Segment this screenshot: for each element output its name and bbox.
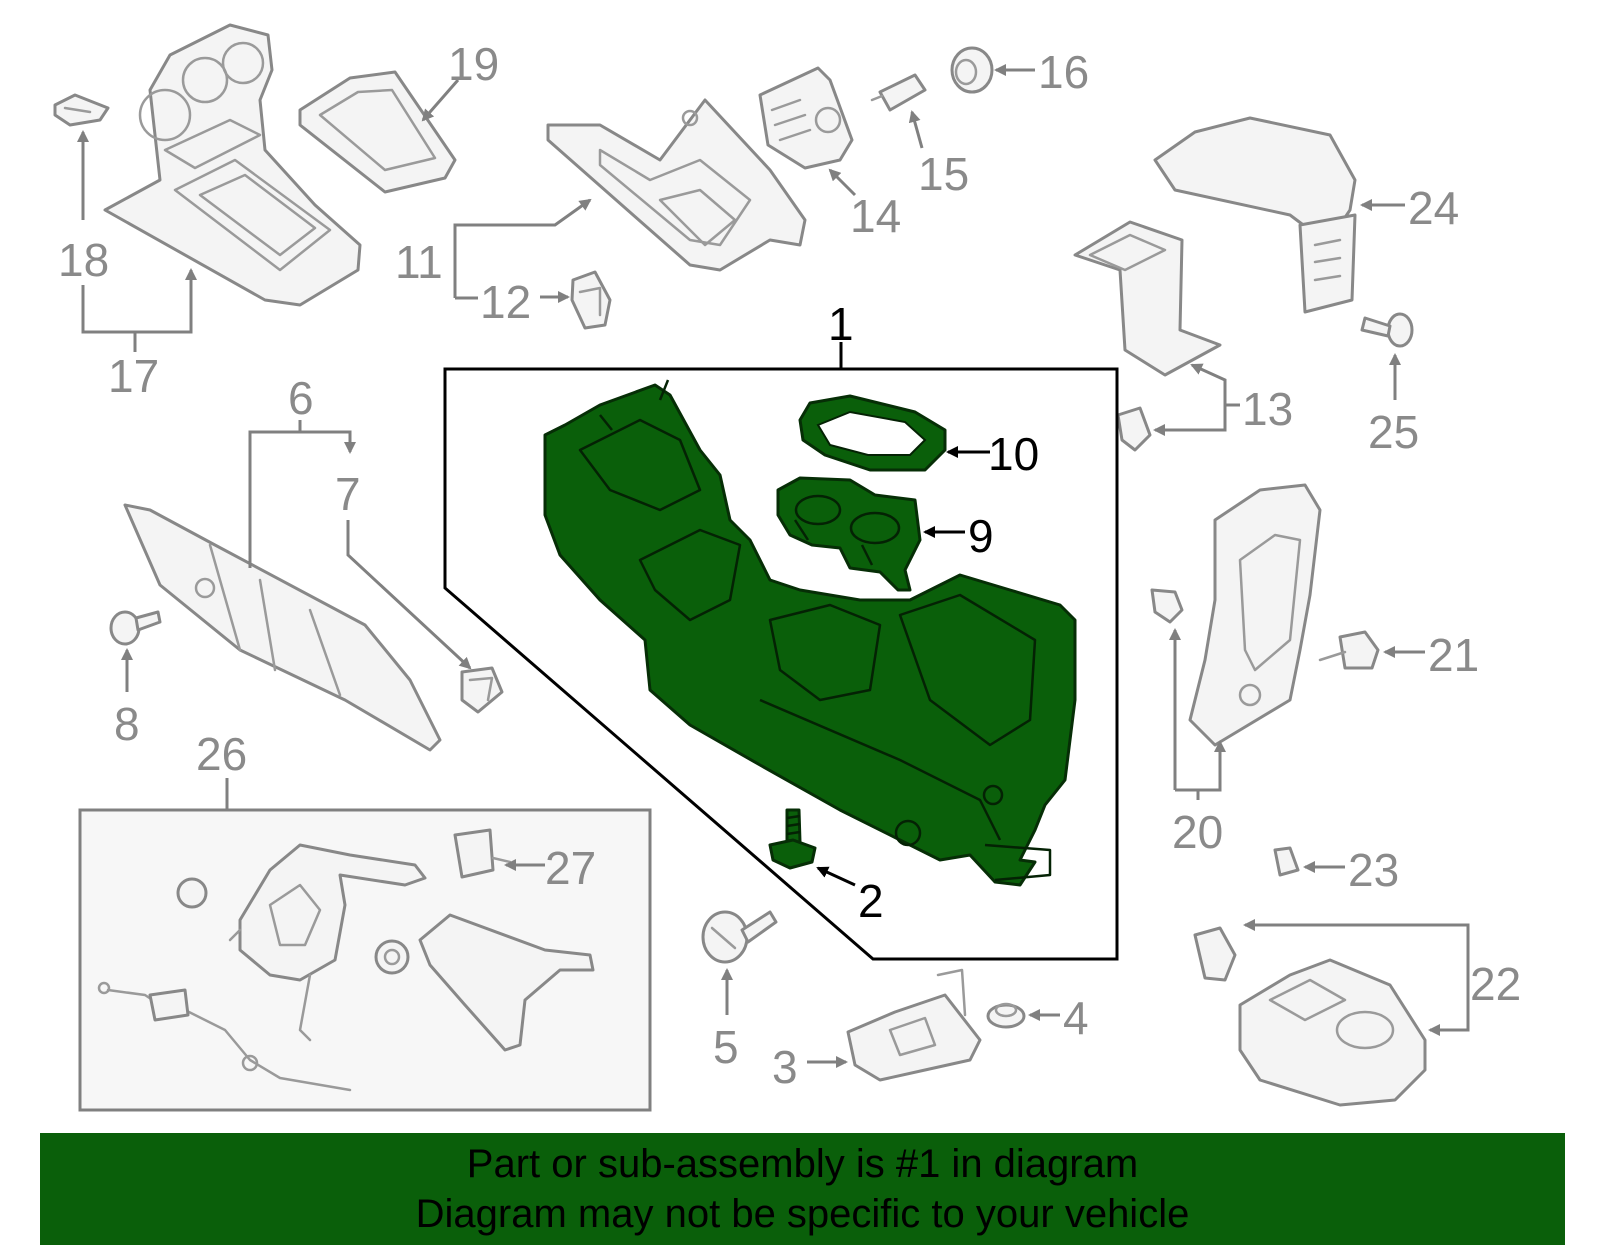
part-24-armrest-lid: [1153, 116, 1357, 314]
callout-12: 12: [480, 276, 531, 328]
part-13-storage-bin: [1073, 220, 1222, 377]
callout-2: 2: [858, 875, 884, 927]
callout-21: 21: [1428, 629, 1479, 681]
part-10-cover: [798, 394, 947, 472]
callout-1: 1: [828, 298, 854, 350]
callout-19: 19: [448, 38, 499, 90]
part-26-nut: [176, 877, 410, 975]
callout-23: 23: [1348, 844, 1399, 896]
part-3-bracket: [846, 968, 982, 1082]
part-11-console-panel: [546, 98, 807, 272]
part-2-bolt: [768, 808, 817, 870]
callout-27: 27: [545, 842, 596, 894]
part-17-shifter-bezel: [103, 23, 362, 307]
part-27-switch: [453, 828, 512, 879]
callout-4: 4: [1063, 992, 1089, 1044]
part-20-rear-trim: [1188, 483, 1322, 747]
callout-8: 8: [114, 698, 140, 750]
callout-14: 14: [850, 190, 901, 242]
part-13-clip: [1116, 406, 1152, 452]
part-23-clip: [1273, 846, 1300, 877]
part-25-screw: [1360, 312, 1414, 348]
part-22-rear-cupholder: [1238, 958, 1427, 1107]
part-5-bolt: [701, 910, 778, 964]
part-26-boot: [418, 913, 595, 1052]
part-14-control-panel: [758, 66, 854, 170]
notice-line-2: Diagram may not be specific to your vehi…: [415, 1192, 1190, 1236]
callout-20: 20: [1172, 806, 1223, 858]
callout-11: 11: [395, 236, 443, 288]
callout-5: 5: [713, 1021, 739, 1073]
callout-25: 25: [1368, 406, 1419, 458]
part-7-clip: [460, 666, 504, 714]
callout-24: 24: [1408, 182, 1459, 234]
callout-9: 9: [968, 510, 994, 562]
callout-26: 26: [196, 728, 247, 780]
callout-22: 22: [1470, 958, 1521, 1010]
part-15-switch: [870, 73, 927, 112]
part-20-clip: [1150, 588, 1184, 624]
part-9-cup-holder: [776, 476, 922, 592]
part-21-power-outlet: [1318, 630, 1380, 670]
part-12-clip: [570, 270, 612, 330]
part-16-plug: [950, 46, 994, 94]
callout-18: 18: [58, 234, 109, 286]
part-22-clip: [1193, 926, 1237, 982]
notice-banner: Part or sub-assembly is #1 in diagram Di…: [40, 1133, 1565, 1245]
callout-16: 16: [1038, 46, 1089, 98]
callout-15: 15: [918, 148, 969, 200]
callout-10: 10: [988, 428, 1039, 480]
callout-17: 17: [108, 350, 159, 402]
part-4-nut: [986, 1002, 1026, 1029]
callout-13: 13: [1242, 383, 1293, 435]
notice-line-1: Part or sub-assembly is #1 in diagram: [466, 1142, 1139, 1186]
part-1-floor-console: [543, 379, 1077, 887]
callout-7: 7: [335, 468, 361, 520]
part-18-clip: [53, 93, 110, 127]
part-8-push-pin: [109, 610, 162, 646]
callout-6: 6: [288, 372, 314, 424]
part-26-brake-lever: [228, 843, 427, 1042]
part-19-shift-bezel: [298, 70, 457, 194]
part-26-cable: [97, 981, 352, 1092]
callout-3: 3: [772, 1041, 798, 1093]
part-6-side-panel: [123, 503, 442, 752]
